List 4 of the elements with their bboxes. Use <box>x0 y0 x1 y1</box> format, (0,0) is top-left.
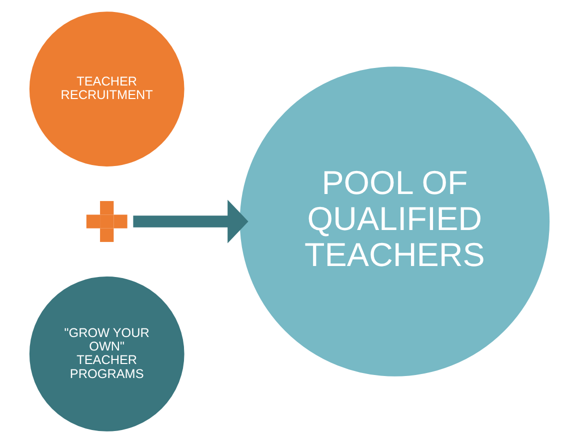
node-circle: "GROW YOUR OWN" TEACHER PROGRAMS <box>29 276 184 432</box>
arrow <box>133 200 248 244</box>
node-circle: POOL OF QUALIFIED TEACHERS <box>240 66 550 376</box>
node-circle: TEACHER RECRUITMENT <box>29 12 184 166</box>
